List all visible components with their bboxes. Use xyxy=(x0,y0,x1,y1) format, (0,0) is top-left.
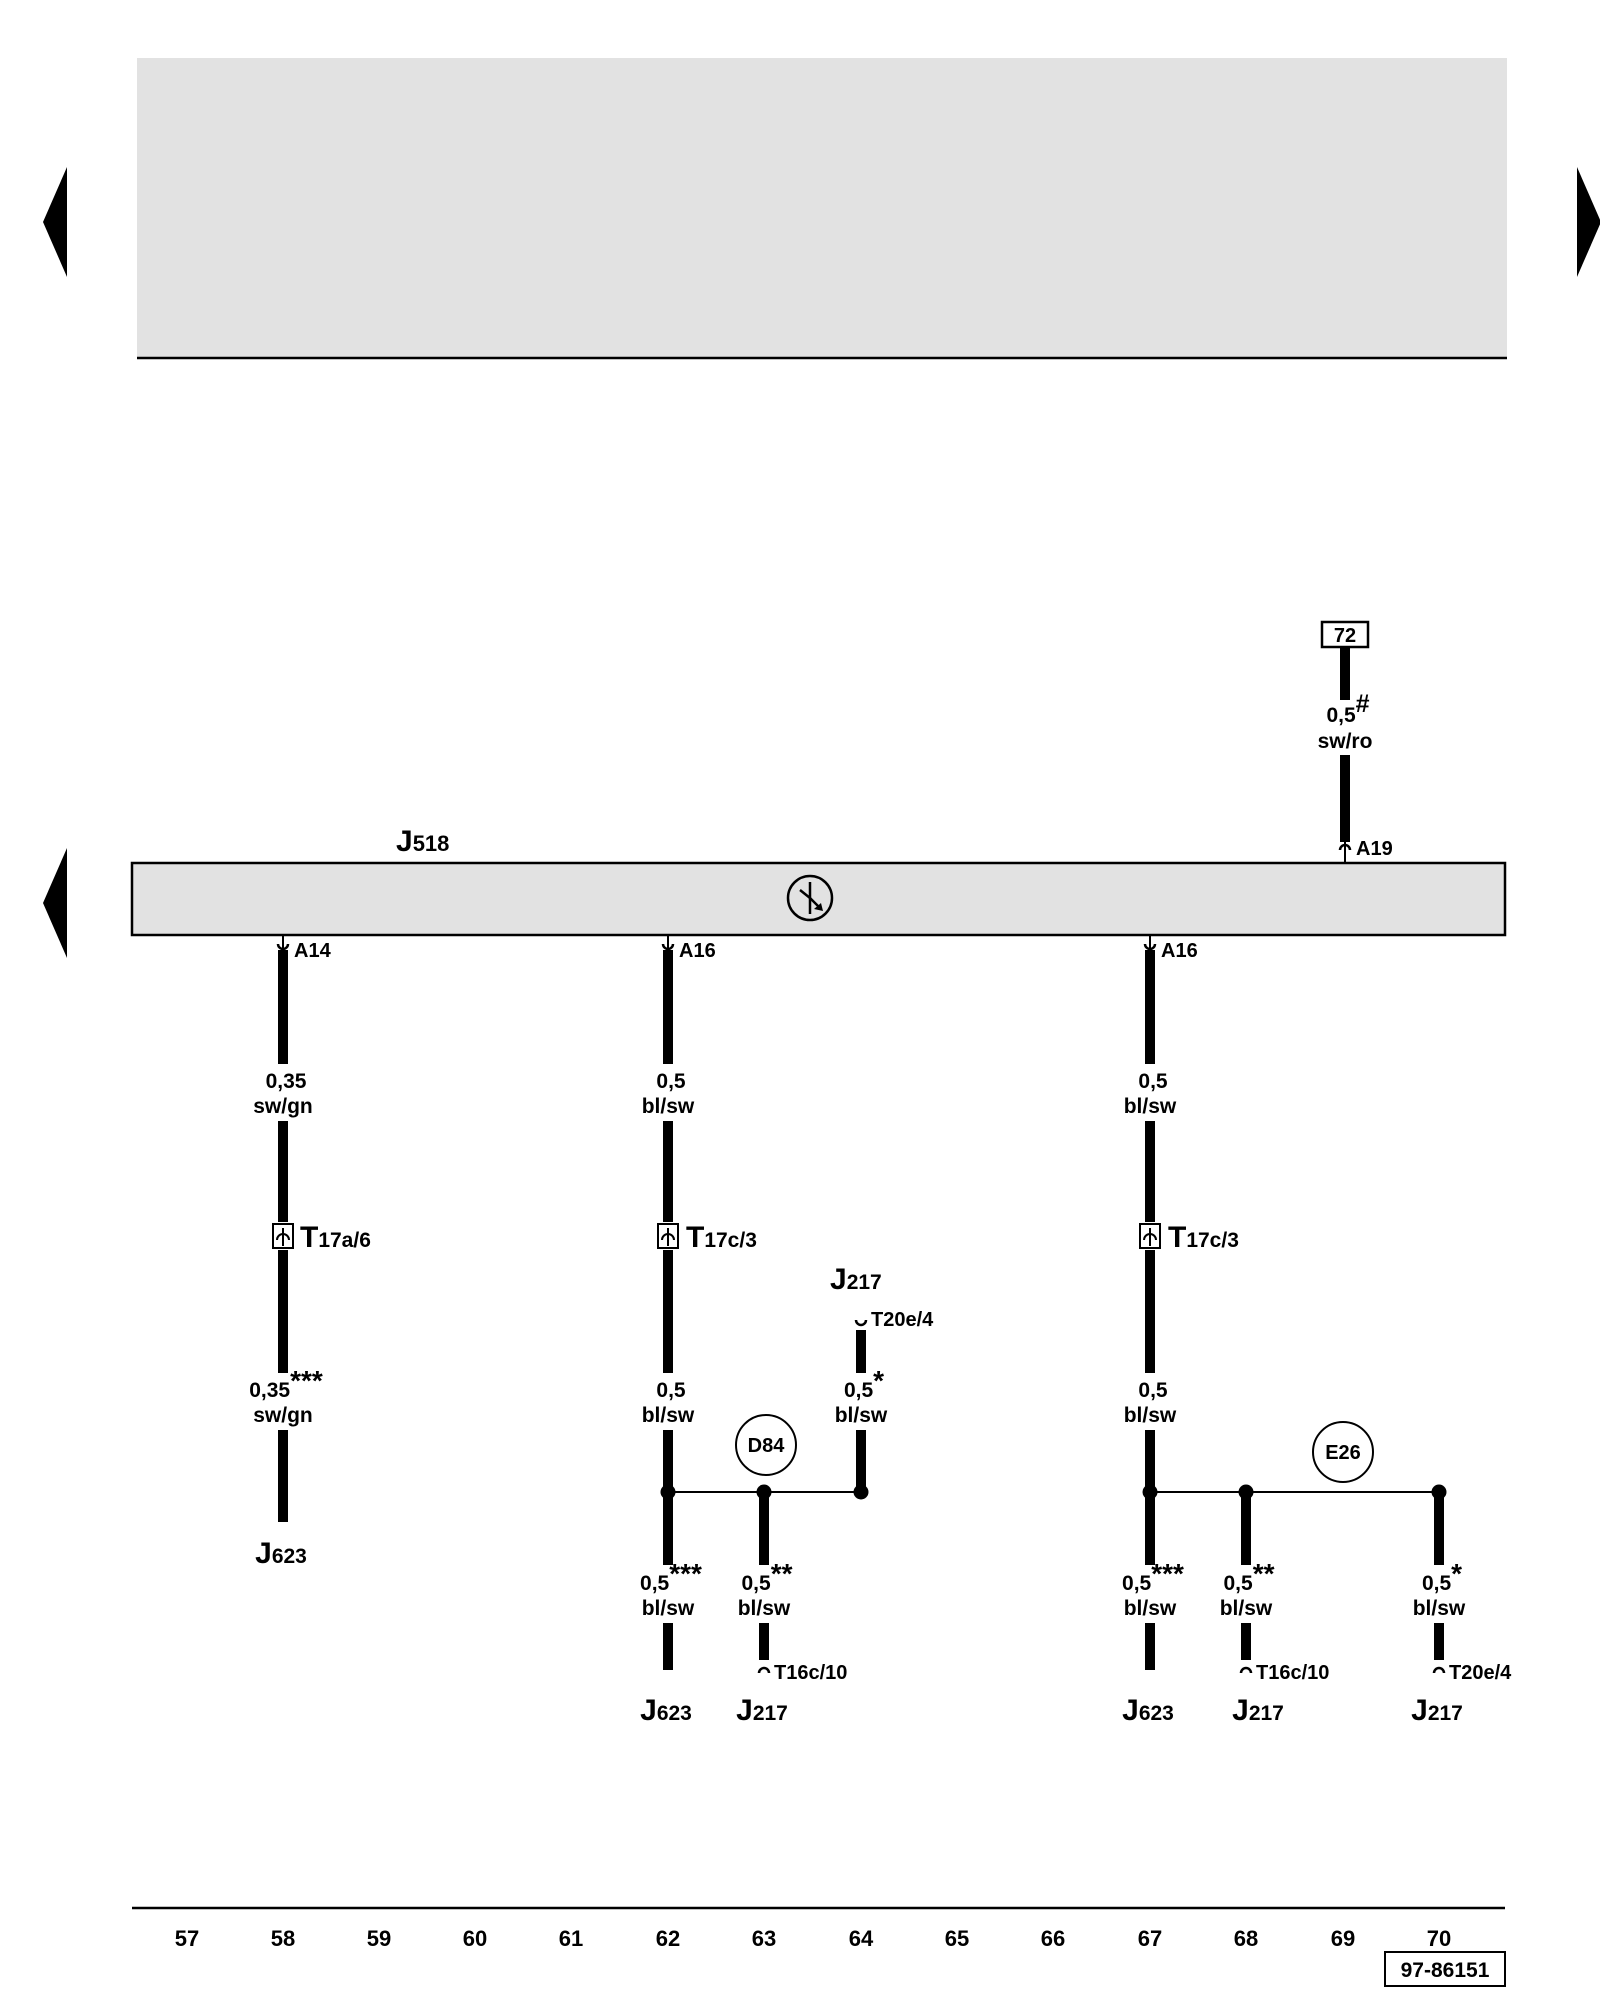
pin-label: T16c/10 xyxy=(1256,1662,1329,1684)
reference-box xyxy=(1320,620,1370,649)
component-label-j217: J217 xyxy=(1232,1694,1284,1727)
cross-section-label: 0,5* xyxy=(844,1365,884,1402)
cross-section-label: 0,35*** xyxy=(249,1365,323,1402)
connector-label: T17c/3 xyxy=(686,1221,757,1254)
pin-symbol xyxy=(1143,943,1157,951)
wire-color-label: bl/sw xyxy=(1124,1095,1177,1118)
cross-section-label: 0,5# xyxy=(1326,690,1369,727)
wire-color-label: bl/sw xyxy=(1413,1597,1466,1620)
pin-symbol xyxy=(854,1319,868,1327)
drawing-number: 97-86151 xyxy=(1401,1959,1490,1982)
connector-label: T17c/3 xyxy=(1168,1221,1239,1254)
pin-symbol xyxy=(1239,1666,1253,1674)
ruler-number: 60 xyxy=(463,1926,487,1951)
pin-label: T16c/10 xyxy=(774,1662,847,1684)
circuit-column-a14: A14 0,35 sw/gn T17a/6 0,35*** sw/gn J623 xyxy=(249,935,371,1570)
junction-dot xyxy=(1142,1484,1158,1500)
pin-symbol xyxy=(1432,1666,1446,1674)
wire-color-label: bl/sw xyxy=(1220,1597,1273,1620)
ruler-number: 70 xyxy=(1427,1926,1451,1951)
wire-color-label: sw/gn xyxy=(253,1095,313,1118)
connector-icon xyxy=(657,1223,679,1249)
component-label-j623: J623 xyxy=(255,1537,307,1570)
cross-section-label: 0,5** xyxy=(1224,1558,1275,1595)
junction-dot xyxy=(660,1484,676,1500)
component-label-j623: J623 xyxy=(640,1694,692,1727)
component-label-j217: J217 xyxy=(736,1694,788,1727)
ruler-number: 69 xyxy=(1331,1926,1355,1951)
ruler-number: 65 xyxy=(945,1926,969,1951)
cross-section-label: 0,5 xyxy=(1138,1070,1168,1093)
pin-label: A16 xyxy=(1161,940,1198,962)
ruler-number: 58 xyxy=(271,1926,295,1951)
ruler-number: 67 xyxy=(1138,1926,1162,1951)
j518-label: J518 xyxy=(396,825,449,858)
pin-label: T20e/4 xyxy=(1449,1662,1512,1684)
wire-color-label: bl/sw xyxy=(642,1597,695,1620)
wire-color-label: bl/sw xyxy=(1124,1597,1177,1620)
electronic-control-unit-icon xyxy=(786,874,834,922)
header-panel xyxy=(137,58,1507,358)
ruler-number: 64 xyxy=(849,1926,874,1951)
ruler-number: 66 xyxy=(1041,1926,1065,1951)
cross-section-label: 0,35 xyxy=(266,1070,307,1093)
component-label-j217: J217 xyxy=(1411,1694,1463,1727)
pin-label: T20e/4 xyxy=(871,1309,934,1331)
splice-label: D84 xyxy=(748,1435,786,1457)
wire-color-label: bl/sw xyxy=(738,1597,791,1620)
wire-color-label: bl/sw xyxy=(642,1404,695,1427)
pin-label: A16 xyxy=(679,940,716,962)
ruler-number: 61 xyxy=(559,1926,583,1951)
j518-control-unit xyxy=(130,861,1507,937)
circuit-column-a16-e26: A16 0,5 bl/sw T17c/3 0,5 bl/sw E26 0,5**… xyxy=(1122,935,1512,1727)
splice-circle xyxy=(735,1414,797,1476)
wire-color-label: bl/sw xyxy=(835,1404,888,1427)
cross-section-label: 0,5*** xyxy=(1122,1558,1184,1595)
pin-symbol xyxy=(1338,843,1352,851)
component-label-j623: J623 xyxy=(1122,1694,1174,1727)
wire-color-label: bl/sw xyxy=(1124,1404,1177,1427)
cross-section-label: 0,5 xyxy=(656,1070,686,1093)
splice-circle xyxy=(1312,1421,1374,1483)
ruler-number: 63 xyxy=(752,1926,776,1951)
ruler-number: 68 xyxy=(1234,1926,1258,1951)
wire-color-label: sw/gn xyxy=(253,1404,313,1427)
connector-icon xyxy=(272,1223,294,1249)
wire-color-label: bl/sw xyxy=(642,1095,695,1118)
ruler-number: 62 xyxy=(656,1926,680,1951)
cross-section-label: 0,5* xyxy=(1422,1558,1462,1595)
cross-section-label: 0,5 xyxy=(656,1379,686,1402)
pin-symbol xyxy=(757,1666,771,1674)
pin-symbol xyxy=(661,943,675,951)
pin-label: A14 xyxy=(294,940,332,962)
wire-color-label: sw/ro xyxy=(1318,730,1373,753)
circuit-column-a16-d84: A16 0,5 bl/sw T17c/3 0,5 bl/sw D84 0,5**… xyxy=(640,935,934,1727)
ruler: 57 58 59 60 61 62 63 64 65 66 67 68 69 70 xyxy=(175,1926,1451,1951)
drawing-number-box xyxy=(1384,1951,1506,1987)
splice-label: E26 xyxy=(1325,1442,1361,1464)
pin-label: A19 xyxy=(1356,838,1393,860)
ruler-number: 59 xyxy=(367,1926,391,1951)
reference-box-label: 72 xyxy=(1334,625,1356,647)
cross-section-label: 0,5 xyxy=(1138,1379,1168,1402)
cross-section-label: 0,5** xyxy=(742,1558,793,1595)
component-label-j217: J217 xyxy=(830,1263,882,1296)
connector-icon xyxy=(1139,1223,1161,1249)
ruler-number: 57 xyxy=(175,1926,199,1951)
pin-symbol xyxy=(276,943,290,951)
cross-section-label: 0,5*** xyxy=(640,1558,702,1595)
triangle-right-icon[interactable] xyxy=(1577,167,1600,277)
triangle-left-icon[interactable] xyxy=(43,848,67,958)
triangle-left-icon[interactable] xyxy=(43,167,67,277)
connector-label: T17a/6 xyxy=(300,1221,371,1254)
